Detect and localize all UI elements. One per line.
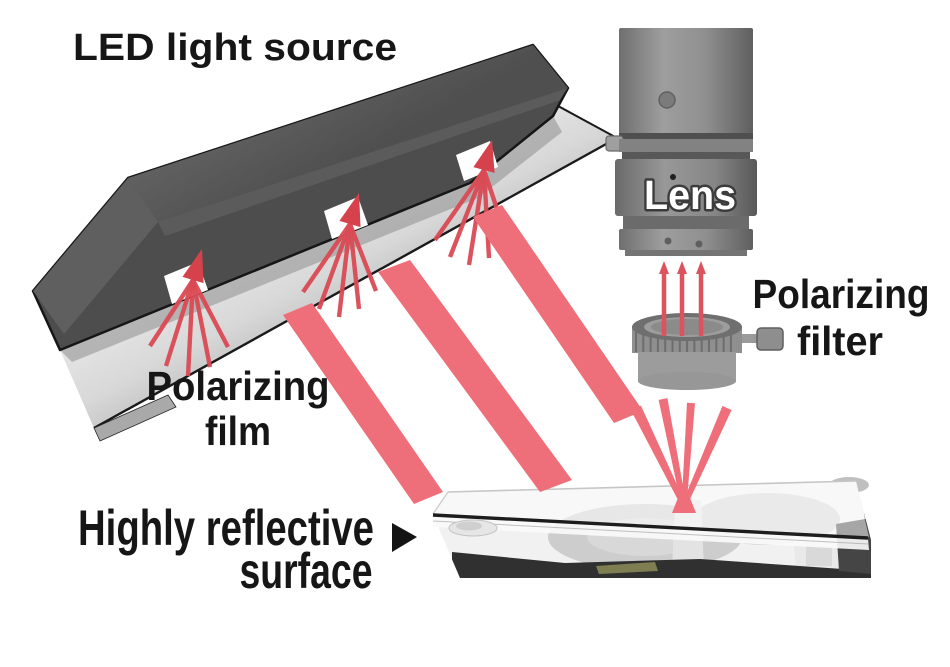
led-fan-ray	[316, 223, 353, 310]
lens-bottom-lip	[625, 250, 747, 256]
glass-back-edge	[447, 480, 857, 493]
surface-fan-ray	[658, 398, 687, 507]
reflective-surface-label-line2: surface	[240, 543, 373, 599]
slab-left-face	[33, 178, 158, 334]
filter-arrow-head	[696, 261, 706, 274]
filter-knob-stem	[742, 334, 758, 343]
polarizing-filter	[632, 313, 784, 390]
lens-index-dot	[670, 174, 676, 180]
polarizing-filter-label-line2: filter	[797, 318, 883, 364]
led-fan-ray	[347, 223, 362, 310]
polarized-beams	[283, 205, 643, 504]
lens-label: Lens	[644, 172, 736, 218]
surface-fan-ray	[631, 405, 687, 508]
filter-aperture	[651, 319, 723, 335]
lens-groove	[619, 133, 753, 139]
led-light-source-label: LED light source	[73, 27, 397, 69]
film-thickness-edge	[93, 394, 177, 442]
lens-ring-section	[615, 159, 757, 216]
glass-left-edge	[432, 491, 449, 515]
glass-front-edge	[432, 513, 869, 540]
led-light-source	[31, 43, 570, 352]
led-fan-ray	[433, 168, 486, 242]
led-fan-ray	[347, 223, 379, 292]
led-fan-ray	[447, 169, 487, 258]
led-fan-ray	[336, 223, 353, 318]
surface-fan-ray	[681, 405, 732, 508]
pointer-triangle-icon	[392, 523, 417, 552]
filter-knob	[756, 327, 784, 351]
slab-top-face	[128, 45, 568, 222]
surface-reflection-fan	[631, 398, 732, 513]
led-fan-ray	[163, 279, 196, 367]
led-fan-head	[182, 249, 204, 284]
pcb-sliver	[596, 562, 658, 574]
led-fan-head	[473, 140, 495, 173]
led-fan-ray	[148, 278, 195, 348]
light-beam	[283, 303, 443, 504]
filter-to-lens-arrows	[659, 261, 706, 336]
reflective-surface	[432, 477, 871, 578]
reflective-surface-label-line1: Highly reflective	[78, 500, 374, 556]
polarizing-film-label-line1: Polarizing	[147, 363, 330, 409]
lens-screw-dot	[695, 240, 703, 248]
led-fan-ray	[190, 279, 213, 368]
polarizing-film-label-line2: film	[205, 408, 271, 454]
lens-indent	[623, 216, 749, 229]
lens-band	[619, 139, 753, 152]
glass-standoff-inner	[456, 521, 482, 531]
filter-arrow-head	[659, 261, 669, 274]
lens-recess	[622, 152, 750, 159]
film-tip-edge	[557, 105, 618, 139]
polarizing-filter-label-line1: Polarizing	[753, 271, 930, 317]
light-beam	[473, 205, 643, 423]
camera-lens: Lens	[605, 28, 757, 256]
glass-front-edge-shadow	[432, 520, 869, 545]
lens-barrel-knob	[658, 91, 676, 109]
led-fan-head	[339, 193, 361, 228]
slab-crease-highlight	[158, 88, 568, 236]
lens-screw-dot	[664, 237, 672, 245]
machine-dark-band	[452, 552, 871, 578]
led-fan-ray	[191, 278, 230, 349]
light-beam	[378, 260, 572, 492]
glass-top	[433, 481, 869, 537]
lens-barrel	[619, 28, 753, 134]
led-fan-ray	[301, 222, 352, 294]
actuator-detail	[806, 546, 832, 566]
lens-bottom-section	[619, 229, 753, 250]
filter-bottom	[638, 372, 736, 390]
led-fan-ray	[185, 279, 196, 377]
filter-arrow-head	[677, 261, 687, 274]
surface-fan-ray	[681, 402, 695, 507]
